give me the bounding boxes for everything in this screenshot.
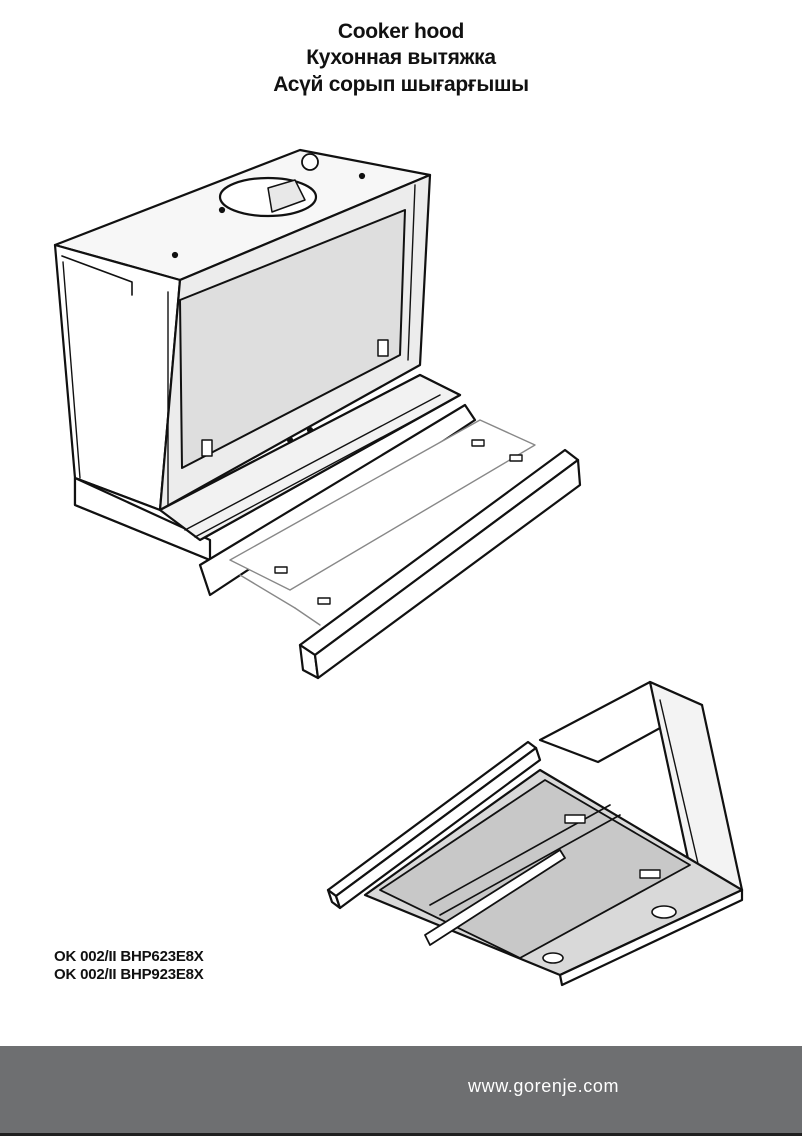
footer-bottom-line — [0, 1133, 802, 1136]
cooker-hood-top-illustration — [53, 148, 582, 680]
model-numbers: OK 002/II BHP623E8X OK 002/II BHP923E8X — [54, 948, 204, 984]
title-kazakh: Асүй сорып шығарғышы — [273, 73, 529, 96]
cooker-hood-bottom-illustration — [326, 680, 744, 987]
title-english: Cooker hood — [337, 20, 465, 43]
title-russian: Кухонная вытяжка — [306, 46, 496, 69]
model-number-2: OK 002/II BHP923E8X — [54, 966, 204, 983]
model-number-1: OK 002/II BHP623E8X — [54, 948, 204, 965]
footer-bar: www.gorenje.com — [0, 1046, 802, 1136]
website-link[interactable]: www.gorenje.com — [468, 1076, 620, 1096]
